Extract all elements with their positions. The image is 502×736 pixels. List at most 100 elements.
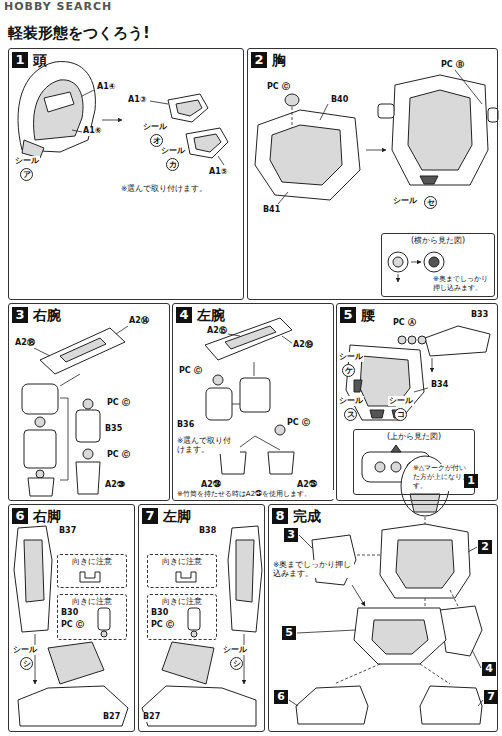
part-outline	[296, 686, 368, 724]
part-label: B38	[198, 526, 217, 536]
part-outline	[425, 598, 426, 606]
part-outline	[213, 375, 223, 385]
step-title: 左脚	[163, 508, 191, 524]
part-outline	[176, 572, 196, 582]
part-outline	[240, 378, 270, 412]
part-label: PC Ⓒ	[266, 82, 291, 92]
part-outline	[35, 634, 36, 684]
part-outline	[334, 664, 380, 684]
part-outline	[420, 664, 450, 684]
note-box: (横から見た図)※奥までしっかり押し込みます。	[381, 233, 495, 297]
part-outline	[299, 535, 312, 548]
part-outline	[388, 252, 408, 272]
part-outline	[352, 585, 365, 606]
step-panel: 4左腕	[172, 303, 334, 501]
part-outline	[35, 417, 45, 427]
step-title: 完成	[293, 508, 321, 524]
part-label: シール	[388, 396, 414, 406]
part-outline	[76, 462, 100, 494]
sticker-letter: ス	[344, 408, 357, 421]
step-number: 3	[12, 307, 28, 323]
part-outline	[278, 192, 288, 204]
part-outline	[424, 252, 444, 272]
part-outline	[142, 686, 256, 726]
step-number: 4	[176, 307, 192, 323]
part-label: シール	[338, 396, 364, 406]
part-outline	[28, 478, 54, 496]
part-outline	[408, 336, 416, 344]
part-label: A2⑭	[128, 316, 150, 326]
part-outline	[398, 336, 406, 344]
part-outline	[372, 620, 428, 654]
part-outline	[418, 336, 426, 344]
callout-number: 2	[478, 540, 492, 554]
part-outline	[420, 686, 482, 724]
right-arm-parts	[22, 326, 128, 496]
part-label: A1④	[96, 82, 117, 92]
box-heading: 向きに注意	[58, 557, 126, 567]
part-label: PC Ⓒ	[150, 620, 175, 630]
step-title: 腰	[361, 307, 375, 323]
box-heading: 向きに注意	[148, 597, 216, 607]
part-outline	[176, 100, 202, 116]
note-text: ※選んで取り付けます。	[120, 184, 212, 193]
part-outline	[354, 380, 362, 392]
part-label: A2⑱	[14, 338, 36, 348]
part-outline	[162, 642, 214, 684]
part-outline	[429, 257, 439, 267]
part-outline	[354, 608, 446, 664]
part-outline	[188, 608, 200, 630]
part-outline	[440, 606, 482, 656]
part-label: A1③	[127, 95, 148, 105]
part-outline	[14, 526, 52, 632]
part-outline	[425, 326, 490, 356]
callout-number: 5	[282, 626, 296, 640]
part-outline	[236, 540, 254, 602]
part-label: A2㉖	[104, 480, 126, 490]
part-label: PC Ⓐ	[392, 318, 417, 328]
callout-number: 3	[284, 528, 298, 542]
part-outline	[82, 90, 94, 96]
part-outline	[186, 128, 228, 158]
part-outline	[205, 318, 292, 360]
part-label: B30	[60, 608, 79, 618]
part-outline	[410, 494, 440, 512]
step-number: 6	[12, 508, 28, 524]
part-outline	[34, 348, 50, 356]
part-outline	[225, 326, 276, 349]
part-outline	[244, 634, 245, 684]
part-outline	[116, 326, 128, 334]
step-panel: 3右腕	[8, 303, 170, 501]
part-label: B30	[150, 608, 169, 618]
chest-parts	[255, 70, 498, 282]
part-outline	[320, 104, 328, 120]
part-label: PC Ⓒ	[178, 366, 203, 376]
part-outline	[101, 631, 107, 637]
step-title: 右脚	[33, 508, 61, 524]
left-leg-parts	[142, 526, 262, 726]
part-outline	[83, 399, 93, 409]
note-box: 向きに注意	[57, 554, 127, 588]
step-number: 5	[340, 307, 356, 323]
note-box: 向きに注意	[147, 554, 217, 588]
part-outline	[80, 572, 100, 582]
part-outline	[76, 410, 100, 442]
part-label: PC Ⓒ	[286, 418, 311, 428]
part-outline	[24, 430, 56, 468]
part-label: B37	[58, 526, 77, 536]
box-heading: 向きに注意	[58, 597, 126, 607]
part-outline	[472, 650, 481, 668]
part-label: A2㉔	[200, 480, 222, 490]
part-outline	[275, 425, 285, 435]
part-outline	[83, 449, 93, 459]
step-panel: 7左脚向きに注意向きに注意	[138, 504, 265, 732]
part-outline	[191, 631, 197, 637]
step-number: 7	[142, 508, 158, 524]
note-text: ※竹筒を持たせる時はA2㉕を使用します。	[176, 490, 334, 499]
part-label: シール	[392, 196, 418, 206]
callout-number: 7	[484, 690, 498, 704]
part-outline	[48, 642, 104, 684]
step-panel: 8完成	[268, 504, 498, 732]
part-outline	[36, 470, 44, 478]
callout-number: 6	[274, 690, 288, 704]
